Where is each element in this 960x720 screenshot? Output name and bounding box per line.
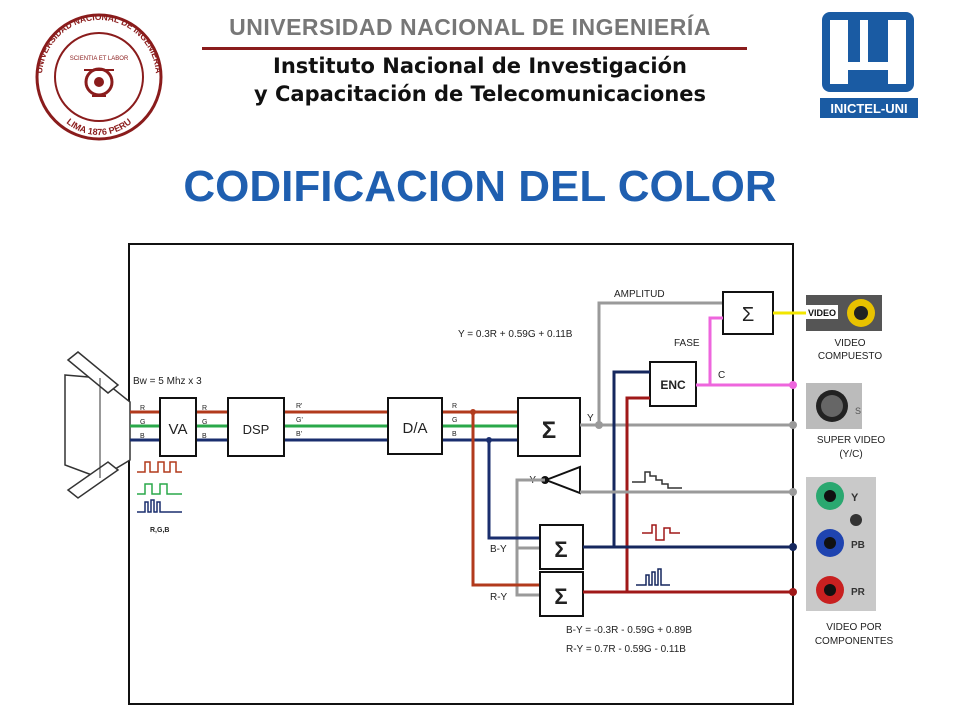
component-video-connectors: Y PB PR xyxy=(806,477,876,611)
dsp-label: DSP xyxy=(243,422,270,437)
svg-text:SCIENTIA ET LABOR: SCIENTIA ET LABOR xyxy=(70,56,129,62)
header-divider xyxy=(202,47,747,50)
va-label: VA xyxy=(169,421,188,438)
svg-text:R: R xyxy=(452,403,457,410)
svg-text:G: G xyxy=(140,419,145,426)
university-name: UNIVERSIDAD NACIONAL DE INGENIERÍA xyxy=(229,14,711,40)
formula-ry: R-Y = 0.7R - 0.59G - 0.11B xyxy=(566,644,686,655)
svg-text:S: S xyxy=(855,406,861,416)
svg-text:R: R xyxy=(202,405,207,412)
sum-composite-label: Σ xyxy=(742,304,754,326)
sum-ry-block xyxy=(539,571,584,617)
da-block xyxy=(387,397,443,455)
svg-text:INICTEL-UNI: INICTEL-UNI xyxy=(830,101,907,116)
svg-text:B: B xyxy=(140,433,145,440)
component-label-1: VIDEO POR xyxy=(826,622,882,633)
inictel-uni-logo: INICTEL-UNI xyxy=(820,12,918,118)
component-label-2: COMPONENTES xyxy=(815,636,894,647)
fase-label: FASE xyxy=(674,338,700,349)
ry-label: R-Y xyxy=(490,592,508,603)
svg-text:B': B' xyxy=(296,431,302,438)
svg-text:B: B xyxy=(452,431,457,438)
dsp-block xyxy=(227,397,285,457)
enc-block xyxy=(649,361,697,407)
inverter-amplifier xyxy=(543,465,581,495)
svg-text:VIDEO: VIDEO xyxy=(808,308,836,318)
c-label: C xyxy=(718,370,725,381)
svg-text:R': R' xyxy=(296,403,302,410)
rgb-caption: R,G,B xyxy=(150,527,169,534)
formula-y: Y = 0.3R + 0.59G + 0.11B xyxy=(458,329,573,340)
sum-by-label: Σ xyxy=(554,537,567,562)
svideo-connector: S xyxy=(806,383,862,429)
bandwidth-label: Bw = 5 Mhz x 3 xyxy=(133,376,202,387)
amplitud-label: AMPLITUD xyxy=(614,289,665,300)
diagram-frame xyxy=(128,243,794,705)
svg-text:PR: PR xyxy=(851,587,866,598)
slide-title: CODIFICACION DEL COLOR xyxy=(183,162,777,211)
composite-label-2: COMPUESTO xyxy=(818,351,882,362)
by-label: B-Y xyxy=(490,544,507,555)
svg-text:G': G' xyxy=(296,417,303,424)
svg-text:G: G xyxy=(452,417,457,424)
svideo-label-1: SUPER VIDEO xyxy=(817,435,886,446)
va-block xyxy=(159,397,197,457)
enc-label: ENC xyxy=(660,378,686,392)
sum-y-block xyxy=(517,397,581,457)
rgb-waveform-icons xyxy=(137,461,182,513)
sum-by-block xyxy=(539,524,584,570)
svg-text:B: B xyxy=(202,433,207,440)
y-label: Y xyxy=(587,413,594,424)
university-seal-logo: UNIVERSIDAD NACIONAL DE INGENIERIA LIMA … xyxy=(34,12,164,141)
svg-text:R: R xyxy=(140,405,145,412)
sum-composite-block xyxy=(722,291,774,335)
composite-label-1: VIDEO xyxy=(834,338,865,349)
svideo-label-2: (Y/C) xyxy=(839,449,862,460)
composite-video-connector: VIDEO xyxy=(806,295,882,331)
svg-text:Y: Y xyxy=(851,492,859,504)
svg-text:PB: PB xyxy=(851,540,865,551)
formula-by: B-Y = -0.3R - 0.59G + 0.89B xyxy=(566,625,692,636)
sum-y-label: Σ xyxy=(542,417,556,444)
output-waveform-icons xyxy=(632,471,682,586)
da-label: D/A xyxy=(402,420,427,437)
camera-prism-icon xyxy=(64,351,131,499)
institute-name-line1: Instituto Nacional de Investigación xyxy=(273,54,687,78)
institute-name-line2: y Capacitación de Telecomunicaciones xyxy=(253,82,707,106)
svg-text:G: G xyxy=(202,419,207,426)
sum-ry-label: Σ xyxy=(554,584,567,609)
